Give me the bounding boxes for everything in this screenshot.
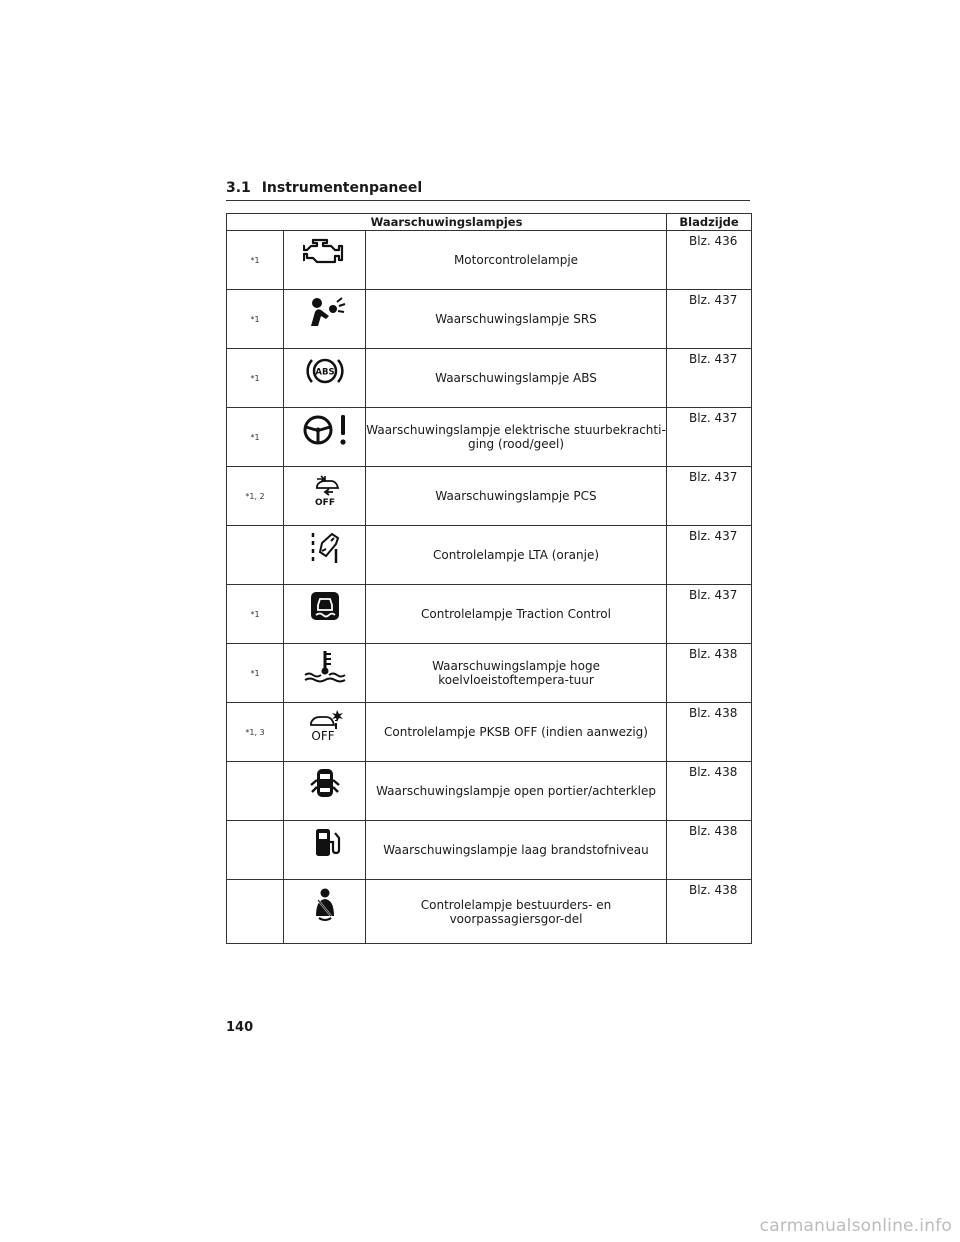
page-reference: Blz. 436 xyxy=(666,230,753,290)
pksb-off-icon: OFF xyxy=(309,710,343,742)
off-label: OFF xyxy=(315,498,335,506)
lamp-description: Waarschuwingslampje ABS xyxy=(364,348,668,408)
watermark: carmanualsonline.info xyxy=(759,1216,952,1236)
airbag-srs-icon xyxy=(310,297,345,326)
traction-control-icon xyxy=(310,592,339,620)
section-heading: 3.1 Instrumentenpaneel xyxy=(226,180,750,201)
lamp-description: Waarschuwingslampje elektrische stuurbek… xyxy=(364,407,668,467)
page-reference: Blz. 438 xyxy=(666,702,753,762)
footnote-marker xyxy=(226,525,284,585)
footnote-marker xyxy=(226,761,284,821)
page-reference: Blz. 437 xyxy=(666,466,753,526)
section-number: 3.1 xyxy=(226,180,251,196)
lamp-description: Controlelampje LTA (oranje) xyxy=(364,525,668,585)
abs-label: ABS xyxy=(315,368,334,378)
page-reference: Blz. 437 xyxy=(666,289,753,349)
lamp-description: Waarschuwingslampje PCS xyxy=(364,466,668,526)
section-title: Instrumentenpaneel xyxy=(261,180,423,196)
page-reference: Blz. 438 xyxy=(666,820,753,880)
table-row: Waarschuwingslampje laag brandstofniveau… xyxy=(226,820,753,880)
table-row: Controlelampje bestuurders- en voorpassa… xyxy=(226,879,753,944)
lamp-description: Waarschuwingslampje hoge koelvloeistofte… xyxy=(364,643,668,703)
footnote-marker: *1, 2 xyxy=(226,466,284,526)
low-fuel-icon xyxy=(315,829,340,856)
table-row: *1 Waarschuwingslampje hoge koelvloeisto… xyxy=(226,643,753,703)
lamp-description: Motorcontrolelampje xyxy=(364,230,668,290)
table-row: Controlelampje LTA (oranje) Blz. 437 xyxy=(226,525,753,585)
table-row: *1 Waarschuwingslampje SRS Blz. 437 xyxy=(226,289,753,349)
footnote-marker xyxy=(226,820,284,880)
warning-lamps-table: Waarschuwingslampjes Bladzijde *1 Motorc… xyxy=(225,213,753,944)
pcs-off-icon: OFF xyxy=(315,475,339,506)
page-reference: Blz. 437 xyxy=(666,584,753,644)
lamp-description: Waarschuwingslampje SRS xyxy=(364,289,668,349)
table-row: *1 Motorcontrolelampje Blz. 436 xyxy=(226,230,753,290)
page-reference: Blz. 437 xyxy=(666,407,753,467)
off-label: OFF xyxy=(311,729,334,742)
lamp-description: Controlelampje bestuurders- en voorpassa… xyxy=(364,879,668,944)
footnote-marker: *1 xyxy=(226,348,284,408)
table-row: *1 Waarschuwingslampje elektrische stuur… xyxy=(226,407,753,467)
engine-icon xyxy=(302,238,343,264)
table-header-row: Waarschuwingslampjes Bladzijde xyxy=(225,213,753,231)
footnote-marker: *1 xyxy=(226,407,284,467)
table-row: *1 ABS Waarschuwingslampje ABS Blz. 437 xyxy=(226,348,753,408)
lamp-description: Waarschuwingslampje open portier/achterk… xyxy=(364,761,668,821)
table-row: *1, 2 OFF Waarschuwingslampje PCS Blz. 4… xyxy=(226,466,753,526)
lamp-description: Controlelampje Traction Control xyxy=(364,584,668,644)
footnote-marker: *1 xyxy=(226,289,284,349)
page-reference: Blz. 438 xyxy=(666,879,753,944)
seatbelt-icon xyxy=(315,888,334,921)
column-header-page: Bladzijde xyxy=(666,213,753,231)
table-row: *1 Controlelampje Traction Control Blz. … xyxy=(226,584,753,644)
page-reference: Blz. 438 xyxy=(666,761,753,821)
page-reference: Blz. 437 xyxy=(666,348,753,408)
column-header-lamps: Waarschuwingslampjes xyxy=(225,213,668,231)
coolant-temperature-icon xyxy=(303,651,346,683)
table-row: *1, 3 OFF Controlelampje PKSB OFF (indie… xyxy=(226,702,753,762)
page-reference: Blz. 437 xyxy=(666,525,753,585)
open-door-icon xyxy=(309,769,340,797)
lta-icon xyxy=(311,532,339,563)
lamp-description: Waarschuwingslampje laag brandstofniveau xyxy=(364,820,668,880)
lamp-description: Controlelampje PKSB OFF (indien aanwezig… xyxy=(364,702,668,762)
footnote-marker: *1 xyxy=(226,643,284,703)
footnote-marker: *1 xyxy=(226,584,284,644)
page-number: 140 xyxy=(226,1020,254,1035)
footnote-marker: *1 xyxy=(226,230,284,290)
footnote-marker xyxy=(226,879,284,944)
page-reference: Blz. 438 xyxy=(666,643,753,703)
abs-icon: ABS xyxy=(305,358,344,384)
footnote-marker: *1, 3 xyxy=(226,702,284,762)
steering-warning-icon xyxy=(303,415,346,445)
table-row: Waarschuwingslampje open portier/achterk… xyxy=(226,761,753,821)
